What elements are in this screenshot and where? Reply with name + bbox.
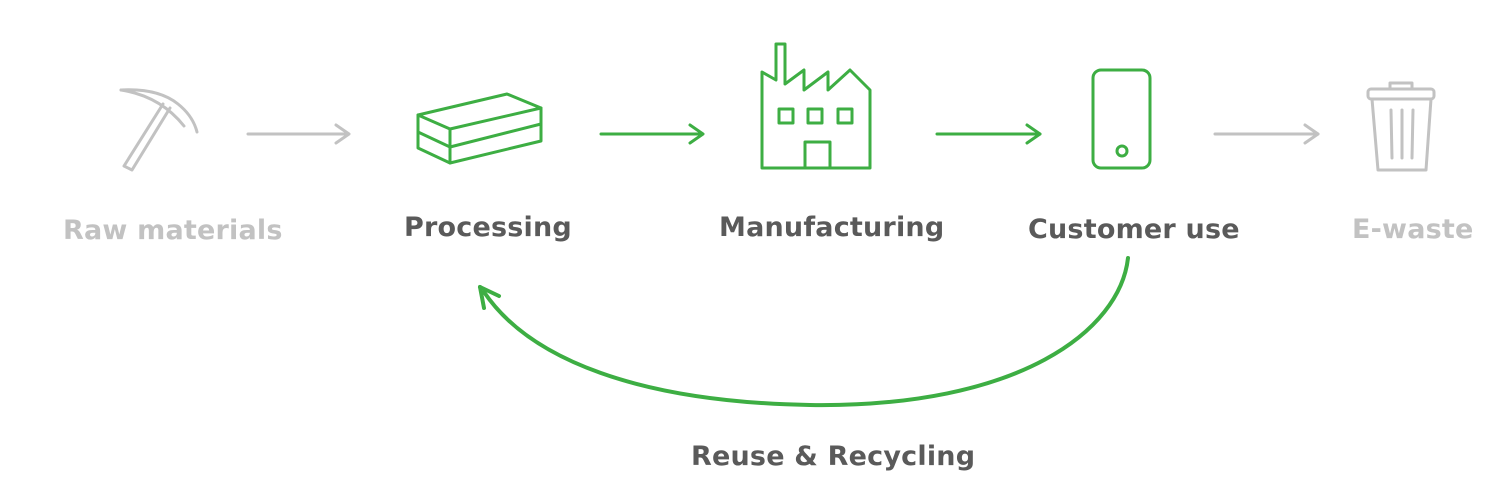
trash-can-icon <box>1366 81 1436 172</box>
arrow-customer-to-ewaste <box>1213 123 1320 145</box>
stage-label-customer-use: Customer use <box>1028 214 1240 245</box>
arrow-manufacturing-to-customer <box>935 123 1042 145</box>
stage-label-processing: Processing <box>404 212 572 243</box>
stage-label-e-waste: E-waste <box>1352 214 1474 245</box>
stacked-bars-icon <box>416 92 543 165</box>
factory-icon <box>760 42 872 170</box>
stage-label-manufacturing: Manufacturing <box>719 212 945 243</box>
smartphone-icon <box>1091 68 1152 170</box>
arrow-raw-to-processing <box>246 123 351 145</box>
stage-label-raw-materials: Raw materials <box>63 215 283 246</box>
recycling-loop-arrow <box>478 256 1130 408</box>
arrow-processing-to-manufacturing <box>599 123 705 145</box>
loop-label-reuse-recycling: Reuse & Recycling <box>691 441 976 472</box>
pickaxe-icon <box>119 88 199 172</box>
